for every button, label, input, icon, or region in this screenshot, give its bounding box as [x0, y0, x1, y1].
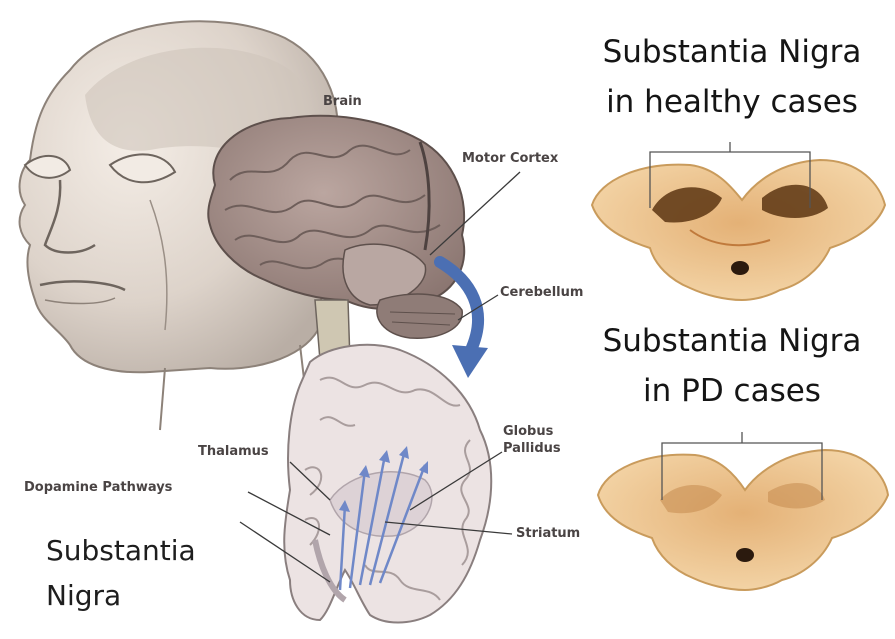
healthy-title-line1: Substantia Nigra	[572, 34, 892, 70]
label-brain: Brain	[323, 94, 362, 109]
midbrain-slice-healthy	[592, 160, 885, 300]
pd-title-line2: in PD cases	[572, 373, 892, 409]
label-dopamine-pathways: Dopamine Pathways	[24, 480, 172, 495]
label-striatum: Striatum	[516, 526, 580, 541]
pd-title-line1: Substantia Nigra	[572, 323, 892, 359]
healthy-title-line2: in healthy cases	[572, 84, 892, 120]
midbrain-slice-pd	[598, 450, 888, 590]
label-motor-cortex: Motor Cortex	[462, 151, 558, 166]
brain-section-illustration	[284, 345, 491, 623]
caption-substantia: Substantia	[46, 530, 196, 572]
caption-nigra: Nigra	[46, 575, 121, 617]
label-thalamus: Thalamus	[198, 444, 269, 459]
label-globus: Globus	[503, 424, 553, 439]
label-pallidus: Pallidus	[503, 441, 561, 456]
label-cerebellum: Cerebellum	[500, 285, 583, 300]
